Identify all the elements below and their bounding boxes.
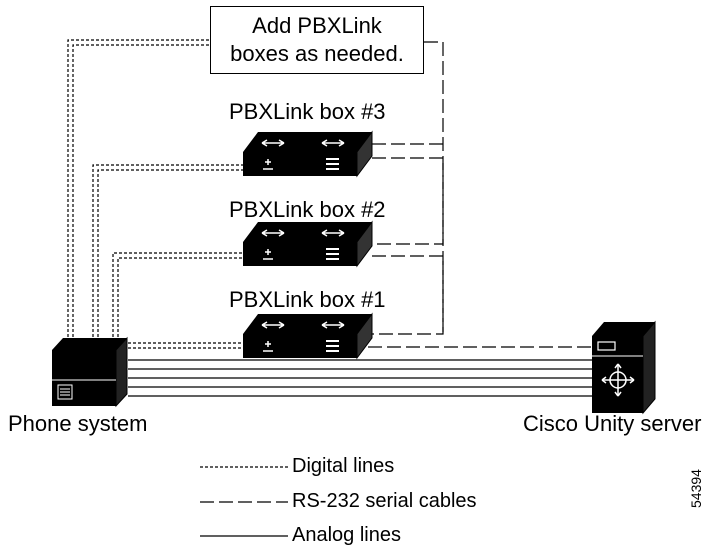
- phone-system-label: Phone system: [8, 411, 148, 436]
- serial-cables: [368, 41, 596, 348]
- pbxlink-box-2: [243, 220, 373, 268]
- legend-label-digital: Digital lines: [292, 455, 395, 477]
- figure-id: 54394: [688, 469, 704, 508]
- box-label-3: PBXLink box #3: [229, 99, 386, 124]
- server-icon: [592, 320, 656, 415]
- phone-system-icon: [52, 336, 128, 408]
- note-line-1: Add PBXLink: [252, 13, 382, 38]
- note-box: Add PBXLink boxes as needed.: [210, 6, 424, 74]
- box-label-2: PBXLink box #2: [229, 197, 386, 222]
- legend-label-analog: Analog lines: [292, 524, 401, 546]
- box-label-1: PBXLink box #1: [229, 287, 386, 312]
- note-line-2: boxes as needed.: [230, 41, 404, 66]
- digital-lines: [67, 39, 248, 349]
- server-label: Cisco Unity server: [523, 411, 702, 436]
- pbxlink-box-1: [243, 312, 373, 360]
- analog-lines: [128, 359, 596, 397]
- legend-samples: [200, 466, 288, 537]
- pbxlink-box-3: [243, 130, 373, 178]
- legend-label-serial: RS-232 serial cables: [292, 490, 477, 512]
